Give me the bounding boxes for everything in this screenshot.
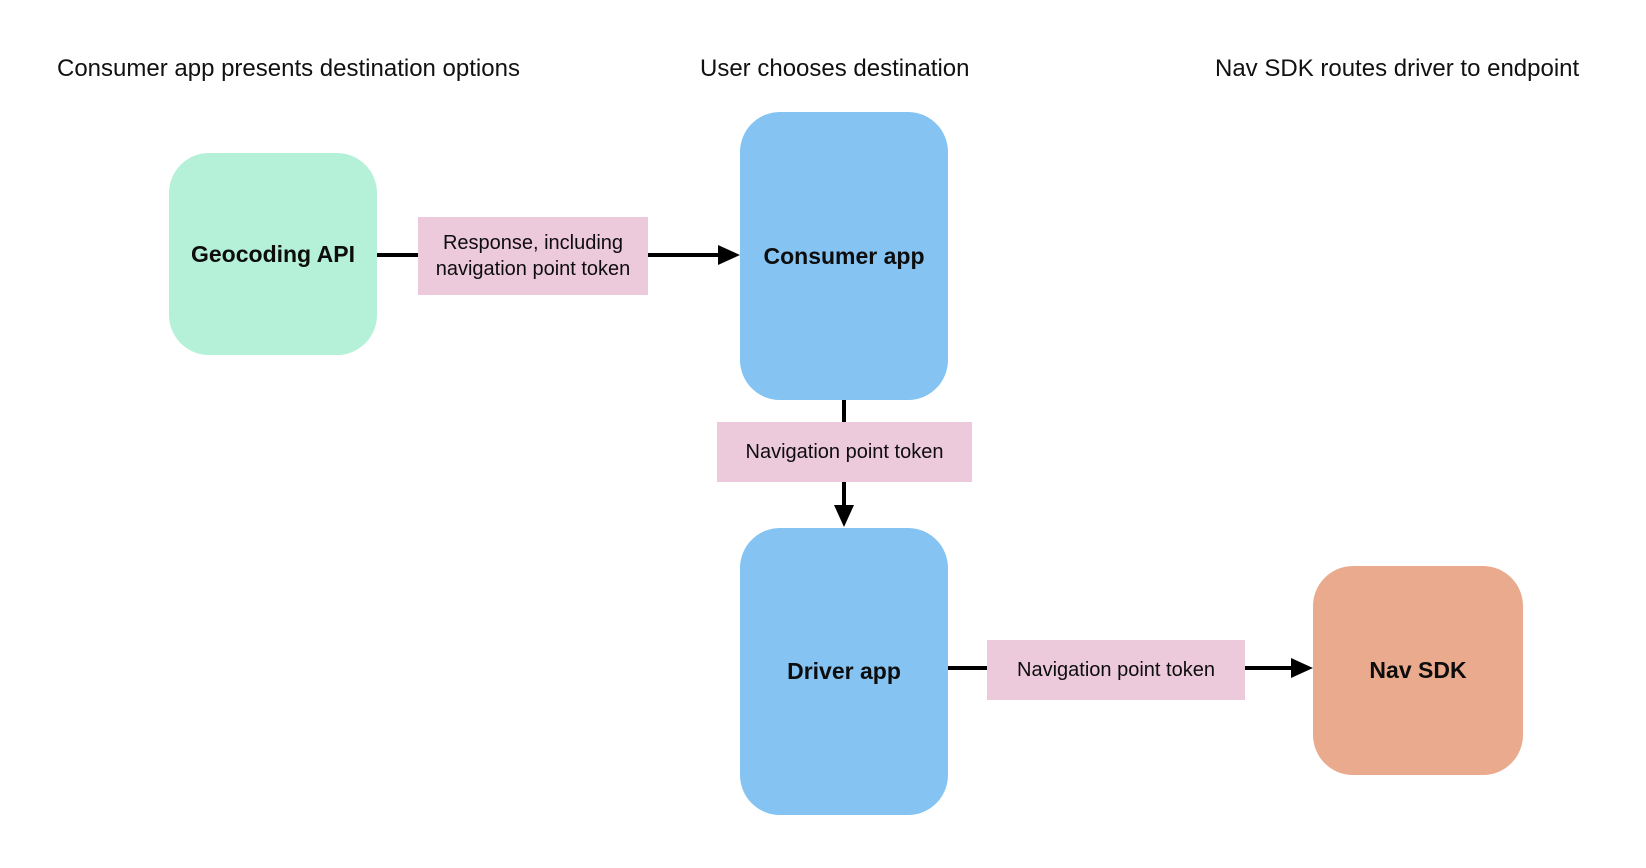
arrowhead-right-icon [1291,658,1313,678]
arrowhead-right-icon [718,245,740,265]
node-consumer-app: Consumer app [740,112,948,400]
node-geocoding-api-label: Geocoding API [191,240,355,267]
node-driver-app: Driver app [740,528,948,815]
stage-header-consumer-presents: Consumer app presents destination option… [57,55,520,82]
edge-label-navigation-point-token-2: Navigation point token [987,640,1245,700]
stage-header-nav-sdk-routes: Nav SDK routes driver to endpoint [1215,55,1580,82]
node-nav-sdk: Nav SDK [1313,566,1523,775]
stage-header-user-chooses: User chooses destination [700,55,970,82]
arrowhead-down-icon [834,505,854,527]
node-driver-app-label: Driver app [787,658,901,684]
node-consumer-app-label: Consumer app [763,242,925,269]
node-geocoding-api: Geocoding API [169,153,377,355]
edge-label-navigation-point-token-1: Navigation point token [717,422,972,482]
node-nav-sdk-label: Nav SDK [1369,657,1467,683]
edge-label-response-token: Response, including navigation point tok… [418,217,648,295]
